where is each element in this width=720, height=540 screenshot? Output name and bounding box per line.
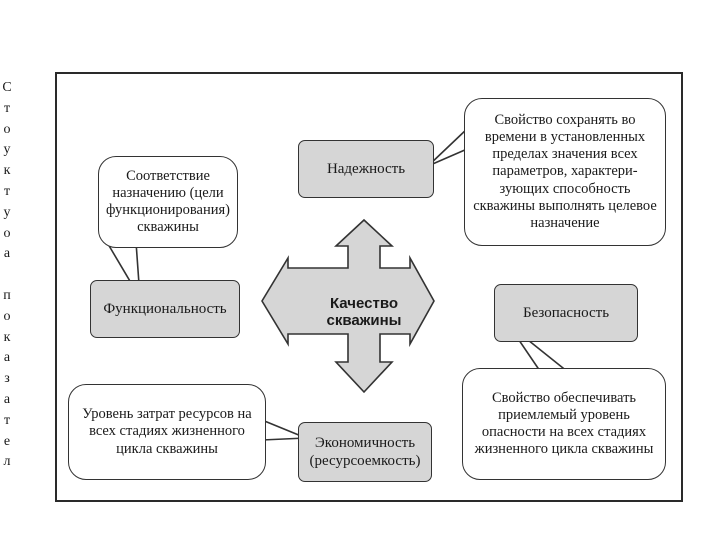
- functionality-definition: Соответствие назначению (цели функционир…: [106, 167, 230, 236]
- side-char: а: [3, 350, 11, 366]
- side-char: л: [3, 454, 11, 470]
- economy-definition-bubble: Уровень затрат ресурсов на всех стадиях …: [68, 384, 266, 480]
- safety-definition-bubble: Свойство обеспечивать приемлемый уровень…: [462, 368, 666, 480]
- side-char: у: [3, 142, 11, 158]
- functionality-node: Функциональность: [90, 280, 240, 338]
- side-char: к: [3, 163, 11, 179]
- side-char: [0, 265, 14, 286]
- center-label: Качество скважины: [318, 288, 410, 336]
- reliability-label: Надежность: [326, 161, 406, 177]
- functionality-label: Функциональность: [103, 301, 227, 317]
- well-quality-title: Качество скважины: [326, 294, 402, 329]
- safety-label: Безопасность: [522, 305, 610, 321]
- side-char: о: [3, 225, 11, 241]
- economy-node: Экономичность (ресурсоемкость): [298, 422, 432, 482]
- side-char: а: [3, 246, 11, 262]
- reliability-definition: Свойство сохранять во времени в установл…: [473, 112, 657, 231]
- side-char: С: [2, 80, 12, 95]
- safety-node: Безопасность: [494, 284, 638, 342]
- side-char: т: [3, 183, 11, 199]
- side-char: о: [3, 121, 11, 137]
- side-char: к: [3, 329, 11, 345]
- side-char: п: [3, 287, 11, 303]
- side-char: о: [3, 308, 11, 324]
- side-char: з: [4, 371, 10, 387]
- economy-label: Экономичность (ресурсоемкость): [309, 435, 421, 469]
- side-char: у: [3, 204, 11, 220]
- side-char: е: [3, 433, 11, 449]
- functionality-definition-bubble: Соответствие назначению (цели функционир…: [98, 156, 238, 248]
- cut-off-side-text: С т о у к т у о а п о к а з а т е л: [0, 78, 14, 473]
- side-char: а: [3, 391, 11, 407]
- economy-definition: Уровень затрат ресурсов на всех стадиях …: [82, 406, 252, 457]
- side-char: т: [3, 412, 11, 428]
- side-char: т: [3, 100, 11, 116]
- safety-definition: Свойство обеспечивать приемлемый уровень…: [474, 389, 654, 458]
- reliability-definition-bubble: Свойство сохранять во времени в установл…: [464, 98, 666, 246]
- reliability-node: Надежность: [298, 140, 434, 198]
